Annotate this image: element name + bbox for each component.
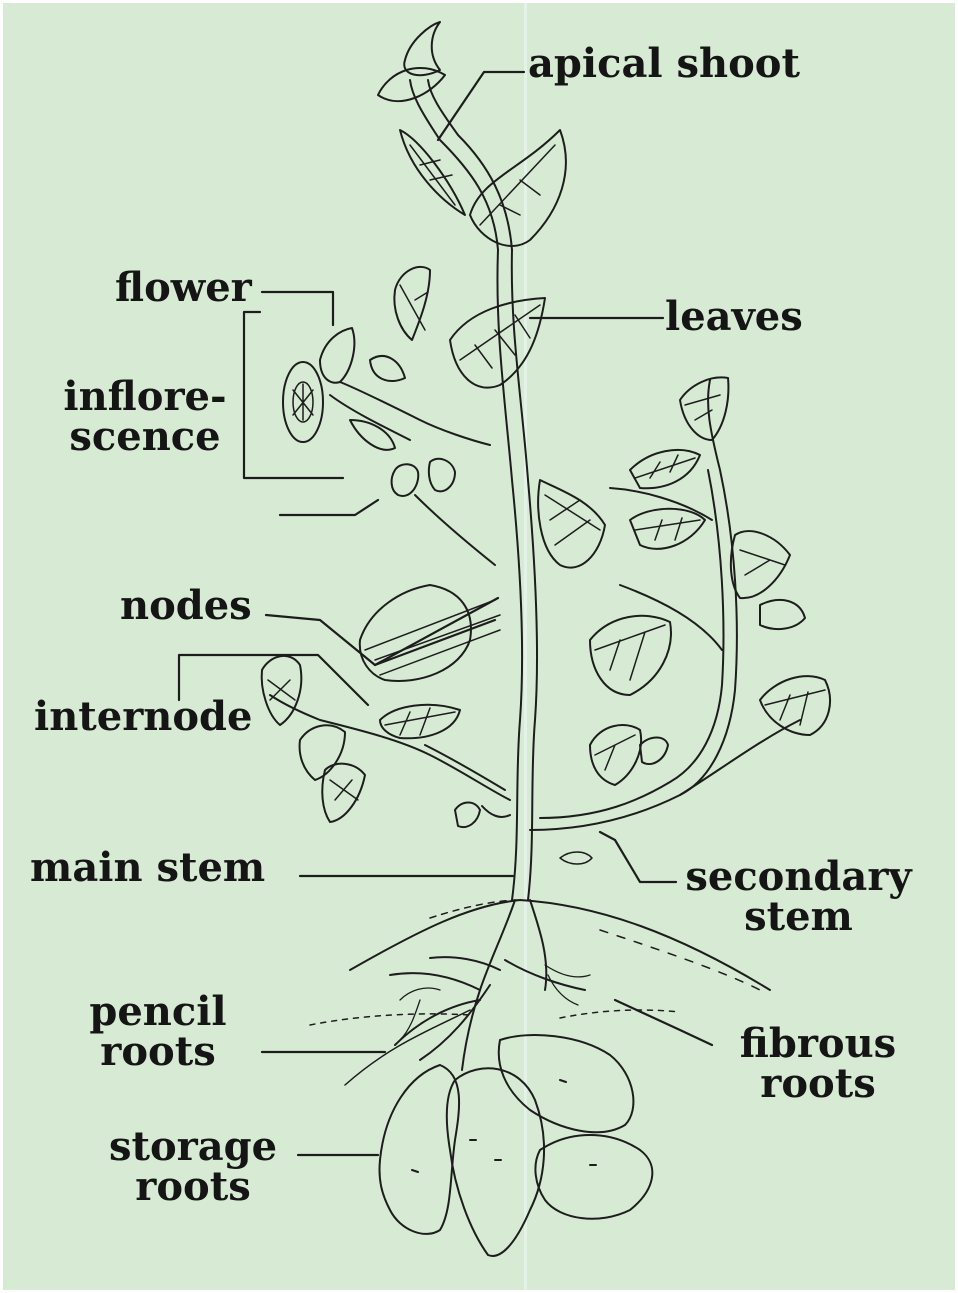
label-secondary-stem-line2: stem — [676, 897, 921, 937]
flowers — [283, 328, 495, 565]
label-fibrous-roots-line2: roots — [728, 1064, 908, 1104]
leader-apical-shoot — [438, 72, 524, 140]
label-leaves: leaves — [665, 297, 803, 337]
label-pencil-roots-line1: pencil — [78, 992, 238, 1032]
leader-flower-cluster — [280, 500, 378, 515]
label-apical-shoot: apical shoot — [528, 44, 800, 84]
label-secondary-stem-line1: secondary — [676, 857, 921, 897]
leader-flower — [262, 292, 333, 325]
roots — [345, 900, 590, 1085]
label-inflorescence: inflore- scence — [55, 377, 235, 457]
right-leaves — [538, 377, 830, 785]
label-main-stem: main stem — [30, 848, 265, 888]
leader-nodes-2 — [375, 620, 495, 665]
leader-lines — [179, 72, 712, 1155]
label-inflorescence-line1: inflore- — [55, 377, 235, 417]
label-pencil-roots-line2: roots — [78, 1032, 238, 1072]
bud — [560, 852, 592, 864]
label-secondary-stem: secondary stem — [676, 857, 921, 937]
label-inflorescence-line2: scence — [55, 417, 235, 457]
label-storage-roots: storage roots — [98, 1127, 288, 1207]
label-nodes: nodes — [120, 586, 252, 626]
label-fibrous-roots: fibrous roots — [728, 1024, 908, 1104]
leader-fibrous-roots — [615, 1000, 712, 1045]
upper-leaves — [394, 267, 545, 388]
main-stem — [410, 80, 537, 900]
label-storage-roots-line2: roots — [98, 1167, 288, 1207]
left-branch — [262, 585, 510, 827]
label-flower: flower — [115, 268, 252, 308]
storage-roots — [379, 1035, 652, 1256]
leader-secondary-stem — [600, 832, 676, 882]
label-fibrous-roots-line1: fibrous — [728, 1024, 908, 1064]
label-pencil-roots: pencil roots — [78, 992, 238, 1072]
label-storage-roots-line1: storage — [98, 1127, 288, 1167]
label-internode: internode — [34, 697, 252, 737]
